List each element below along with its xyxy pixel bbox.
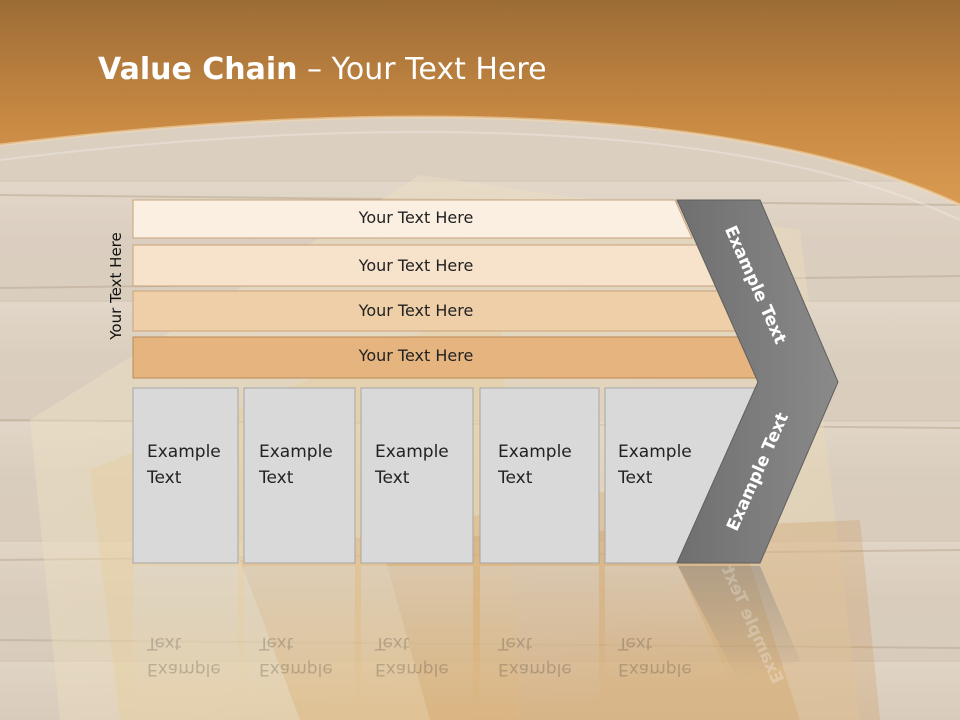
box-5-text: Example Text bbox=[618, 439, 692, 491]
slide-title: Value Chain – Your Text Here bbox=[98, 52, 547, 87]
box-3-reflection: Example Text bbox=[375, 630, 449, 682]
box-4-reflection-line1: Example bbox=[498, 659, 572, 679]
box-3-reflection-line1: Example bbox=[375, 659, 449, 679]
box-1-line2: Text bbox=[147, 468, 182, 488]
box-1 bbox=[132, 387, 239, 564]
box-2-text: Example Text bbox=[259, 439, 333, 491]
bar-1 bbox=[132, 199, 693, 239]
box-2-reflection: Example Text bbox=[259, 630, 333, 682]
box-4-line1: Example bbox=[498, 442, 572, 462]
box-4-reflection-line2: Text bbox=[498, 633, 533, 653]
box-1-reflection-line1: Example bbox=[147, 659, 221, 679]
box-5-reflection-line1: Example bbox=[618, 659, 692, 679]
box-3-reflection-line2: Text bbox=[375, 633, 410, 653]
bar-4-label: Your Text Here bbox=[358, 346, 474, 365]
box-2-line2: Text bbox=[259, 468, 294, 488]
title-banner bbox=[0, 0, 960, 205]
box-3-line1: Example bbox=[375, 442, 449, 462]
box-2-reflection-line2: Text bbox=[259, 633, 294, 653]
box-3-text: Example Text bbox=[375, 439, 449, 491]
bar-3-label: Your Text Here bbox=[358, 301, 474, 320]
box-3 bbox=[360, 387, 474, 564]
box-5-reflection-line2: Text bbox=[618, 633, 653, 653]
title-rest: – Your Text Here bbox=[297, 52, 547, 87]
box-1-line1: Example bbox=[147, 442, 221, 462]
box-1-reflection-line2: Text bbox=[147, 633, 182, 653]
chevron-arrow bbox=[676, 199, 839, 564]
box-4-reflection: Example Text bbox=[498, 630, 572, 682]
box-3-line2: Text bbox=[375, 468, 410, 488]
vertical-label: Your Text Here bbox=[107, 232, 125, 340]
title-bold: Value Chain bbox=[98, 52, 298, 87]
box-4 bbox=[479, 387, 600, 564]
bar-1-label: Your Text Here bbox=[358, 208, 474, 227]
box-4-line2: Text bbox=[498, 468, 533, 488]
box-2-line1: Example bbox=[259, 442, 333, 462]
box-1-reflection: Example Text bbox=[147, 630, 221, 682]
box-5-line2: Text bbox=[618, 468, 653, 488]
reflection bbox=[133, 566, 800, 706]
bar-2-label: Your Text Here bbox=[358, 256, 474, 275]
box-5-reflection: Example Text bbox=[618, 630, 692, 682]
box-2-reflection-line1: Example bbox=[259, 659, 333, 679]
box-2 bbox=[243, 387, 356, 564]
box-1-text: Example Text bbox=[147, 439, 221, 491]
box-5-line1: Example bbox=[618, 442, 692, 462]
box-4-text: Example Text bbox=[498, 439, 572, 491]
